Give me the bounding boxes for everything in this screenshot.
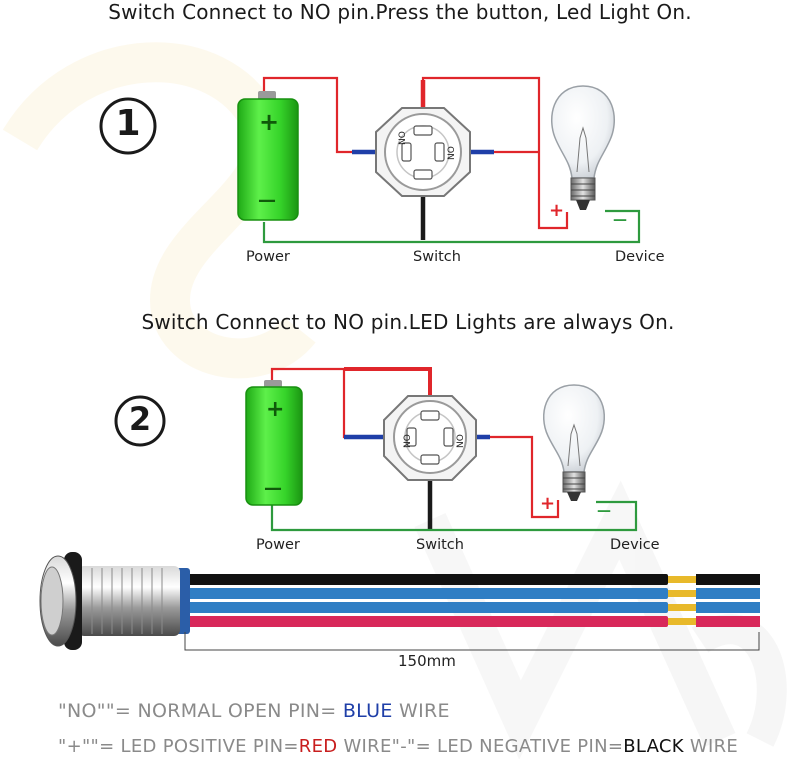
length-label: 150mm xyxy=(398,652,456,670)
legend-line-2-text: "+""= LED POSITIVE PIN= xyxy=(58,736,299,757)
diagram-1-heading: Switch Connect to NO pin.Press the butto… xyxy=(108,0,692,24)
product-blue-wire-1 xyxy=(183,588,668,599)
product-blue-wire-2 xyxy=(183,602,668,613)
battery-minus-label-2: — xyxy=(264,478,282,499)
switch-pin-right-no-2: NO xyxy=(456,434,466,448)
push-switch-icon xyxy=(383,395,477,481)
legend-line-1-suffix: WIRE xyxy=(392,700,450,722)
red-wire-to-device-2 xyxy=(490,435,560,519)
power-label-1: Power xyxy=(246,249,290,265)
step-number-circle-1 xyxy=(99,97,157,155)
tinned-wire-ends xyxy=(668,576,696,625)
bulb-minus-label-2: — xyxy=(597,503,611,519)
battery-icon xyxy=(245,380,303,506)
device-label-1: Device xyxy=(615,249,665,265)
product-blue-wire-1-end xyxy=(696,588,760,599)
switch-pin-left-no: NO xyxy=(398,131,408,145)
green-wire-ground-2 xyxy=(270,500,638,532)
legend-line-2: "+""= LED POSITIVE PIN=RED WIRE"-"= LED … xyxy=(58,736,738,757)
switch-pin-left-no-2: NO xyxy=(403,434,413,448)
push-switch-icon xyxy=(375,107,471,197)
device-label-2: Device xyxy=(610,537,660,553)
product-black-wire-end xyxy=(696,574,760,585)
diagram-1 xyxy=(99,76,641,244)
bulb-minus-label: — xyxy=(613,212,627,228)
product-blue-wire-2-end xyxy=(696,602,760,613)
legend-line-1: "NO""= NORMAL OPEN PIN= BLUE WIRE xyxy=(58,700,450,722)
switch-pin-right-no: NO xyxy=(447,146,457,160)
legend-line-2-middle: WIRE"-"= LED NEGATIVE PIN= xyxy=(337,736,624,757)
battery-plus-label: + xyxy=(259,108,280,136)
switch-product-photo xyxy=(39,552,760,651)
legend-line-1-text: "NO""= NORMAL OPEN PIN= xyxy=(58,700,343,722)
battery-minus-label: — xyxy=(258,190,276,211)
legend-red-word: RED xyxy=(298,736,338,757)
length-dimension-line xyxy=(184,632,760,651)
product-red-wire xyxy=(183,616,668,627)
diagram-2-heading: Switch Connect to NO pin.LED Lights are … xyxy=(141,310,675,334)
product-red-wire-end xyxy=(696,616,760,627)
diagram-2 xyxy=(114,367,638,532)
step-number-2: 2 xyxy=(128,400,152,438)
green-wire-ground xyxy=(262,209,641,244)
battery-plus-label-2: + xyxy=(266,397,285,422)
step-number-1: 1 xyxy=(115,103,141,144)
bulb-plus-label-2: + xyxy=(540,493,556,514)
light-bulb-icon xyxy=(542,384,606,501)
light-bulb-icon xyxy=(551,85,615,210)
legend-blue-word: BLUE xyxy=(342,700,393,722)
legend-line-2-suffix: WIRE xyxy=(683,736,739,757)
battery-icon xyxy=(237,91,299,221)
product-black-wire xyxy=(183,574,668,585)
switch-label-2: Switch xyxy=(416,537,464,553)
switch-label-1: Switch xyxy=(413,249,461,265)
legend-black-word: BLACK xyxy=(623,736,684,757)
bulb-plus-label: + xyxy=(549,200,565,221)
power-label-2: Power xyxy=(256,537,300,553)
step-number-circle-2 xyxy=(114,395,166,447)
